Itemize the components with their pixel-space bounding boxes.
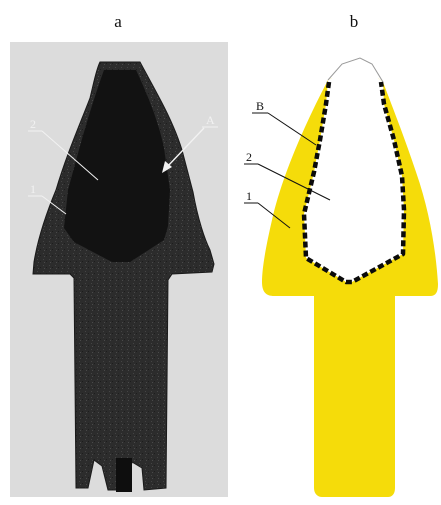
schematic-cavity [304, 58, 404, 282]
panel-b: b B 2 1 [244, 12, 438, 497]
stem-slot [116, 458, 132, 492]
callout-2-label-a: 2 [30, 117, 36, 131]
panel-b-letter: b [350, 12, 359, 31]
callout-1-label-a: 1 [30, 182, 36, 196]
callout-b-label: B [256, 99, 264, 113]
panel-a-letter: a [114, 12, 122, 31]
callout-2-label-b: 2 [246, 150, 252, 164]
callout-1-label-b: 1 [246, 189, 252, 203]
panel-a: a 2 1 A [10, 12, 228, 497]
callout-a-label: A [206, 113, 215, 127]
